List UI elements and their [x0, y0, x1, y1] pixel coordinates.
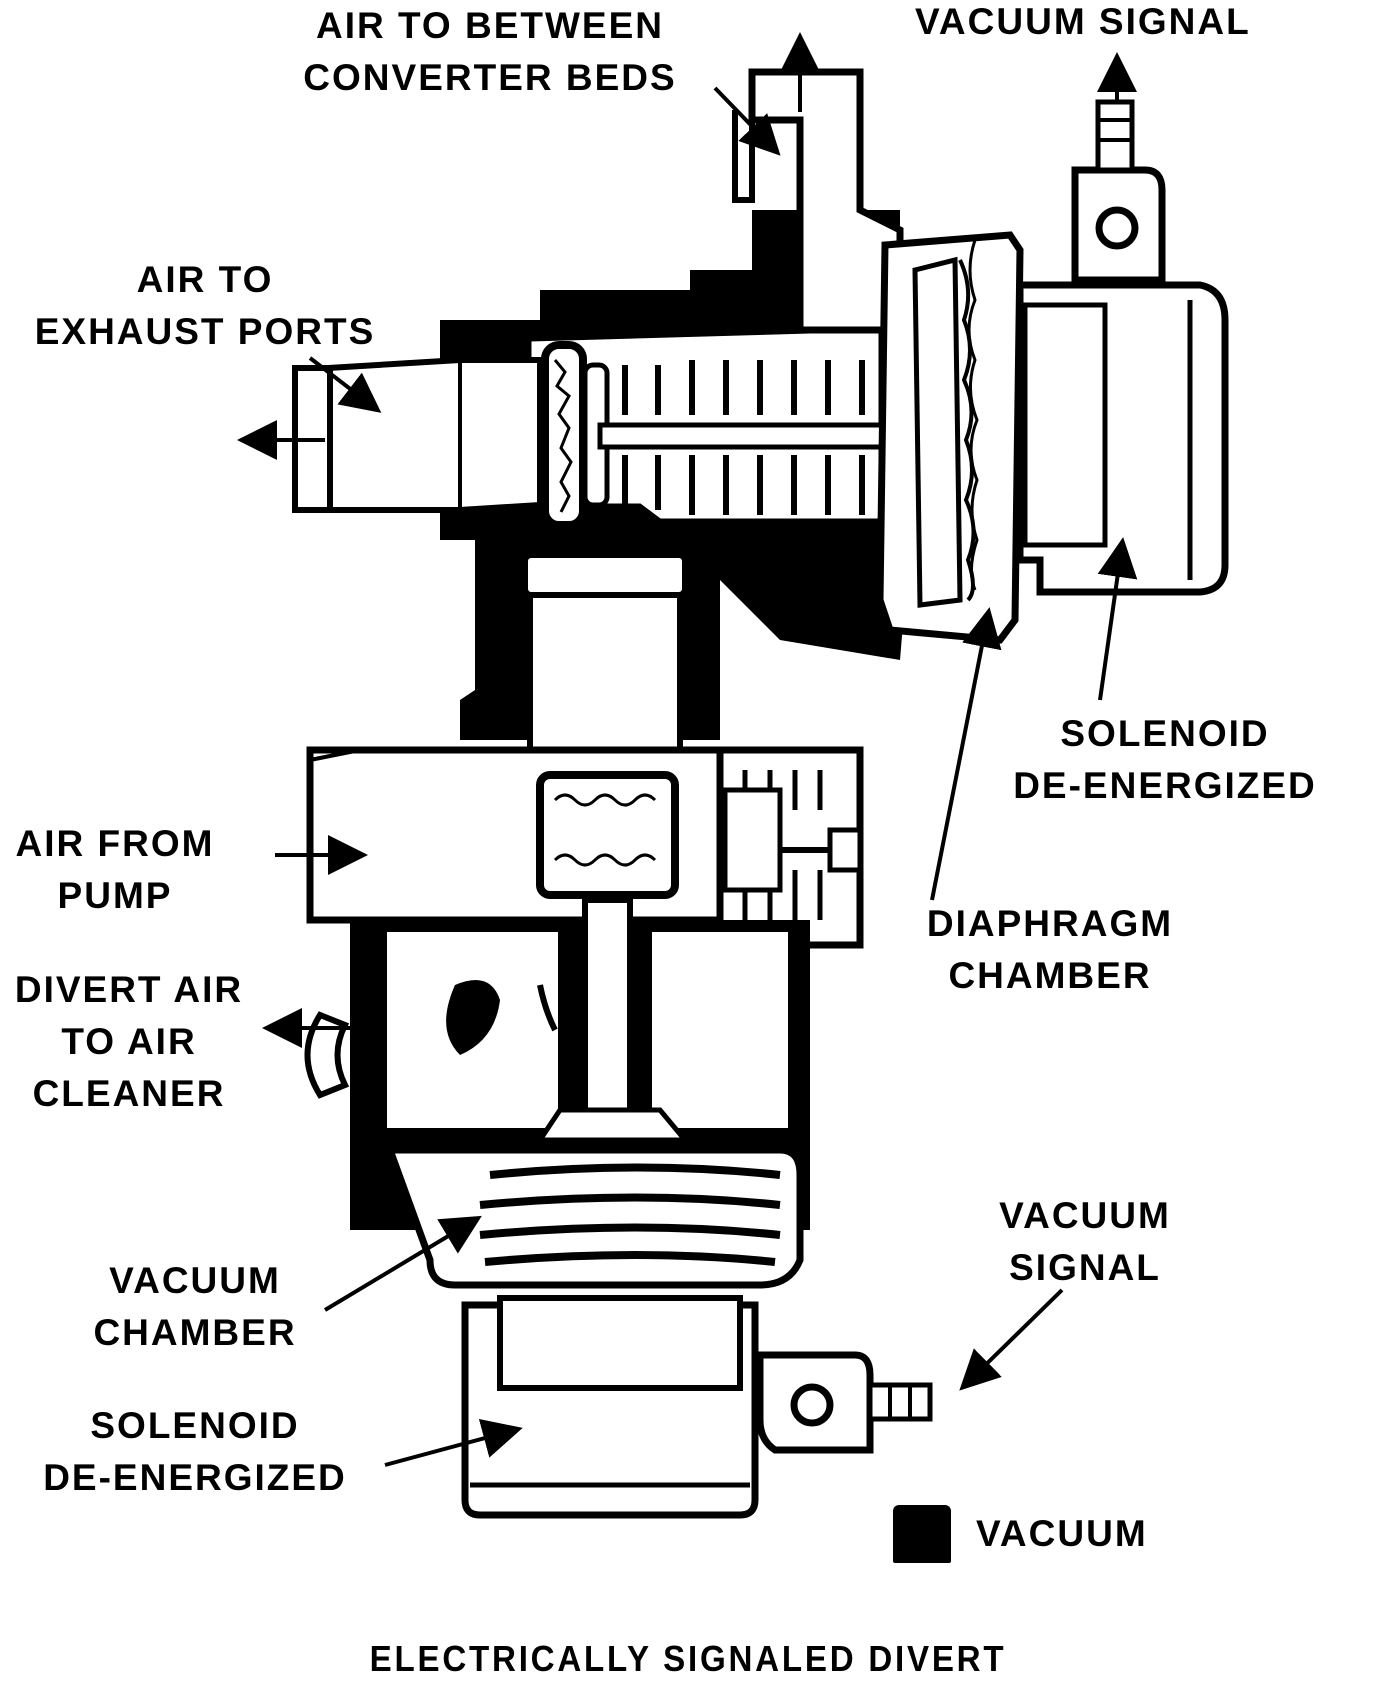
legend-vacuum-label: VACUUM [976, 1508, 1148, 1560]
label-diaphragm-chamber: DIAPHRAGM CHAMBER [900, 898, 1200, 1002]
label-vacuum-chamber: VACUUM CHAMBER [70, 1255, 320, 1359]
label-air-from-pump-line2: PUMP [57, 875, 173, 916]
label-diaphragm-line1: DIAPHRAGM [926, 903, 1174, 944]
legend-vacuum-text: VACUUM [976, 1513, 1148, 1554]
lower-solenoid [461, 1295, 933, 1519]
label-vacuum-chamber-line2: CHAMBER [93, 1312, 297, 1353]
label-solenoid-bottom-line1: SOLENOID [90, 1405, 300, 1446]
label-air-to-between-line2: CONVERTER BEDS [303, 57, 677, 98]
legend-vacuum-swatch [893, 1505, 951, 1563]
label-air-from-pump-line1: AIR FROM [15, 823, 215, 864]
figure-caption: ELECTRICALLY SIGNALED DIVERT [369, 1638, 1007, 1679]
label-vacuum-signal-bottom-line2: SIGNAL [1009, 1247, 1161, 1288]
label-vacuum-signal-bottom-line1: VACUUM [999, 1195, 1171, 1236]
label-divert-line2: TO AIR [61, 1021, 197, 1062]
label-vacuum-signal-bottom: VACUUM SIGNAL [960, 1190, 1210, 1294]
leader-arrows [237, 32, 1138, 1467]
label-air-to-between-converter-beds: AIR TO BETWEEN CONVERTER BEDS [270, 0, 710, 104]
label-diaphragm-line2: CHAMBER [948, 955, 1152, 996]
label-air-to-exhaust-line2: EXHAUST PORTS [34, 311, 376, 352]
label-air-from-pump: AIR FROM PUMP [0, 818, 230, 922]
label-solenoid-bottom-line2: DE-ENERGIZED [43, 1457, 347, 1498]
label-vacuum-signal-top-text: VACUUM SIGNAL [915, 1, 1251, 42]
label-air-to-between-line1: AIR TO BETWEEN [316, 5, 664, 46]
label-solenoid-right-line2: DE-ENERGIZED [1013, 765, 1317, 806]
label-vacuum-chamber-line1: VACUUM [109, 1260, 281, 1301]
label-air-to-exhaust-ports: AIR TO EXHAUST PORTS [0, 254, 410, 358]
label-divert-air-to-air-cleaner: DIVERT AIR TO AIR CLEANER [0, 964, 258, 1120]
lower-body [304, 897, 810, 1289]
label-solenoid-right-line1: SOLENOID [1060, 713, 1270, 754]
label-divert-line1: DIVERT AIR [14, 969, 244, 1010]
label-solenoid-bottom: SOLENOID DE-ENERGIZED [20, 1400, 370, 1504]
upper-diaphragm-assembly [876, 99, 1229, 644]
middle-section [306, 540, 864, 949]
label-vacuum-signal-top: VACUUM SIGNAL [915, 0, 1251, 48]
label-solenoid-right: SOLENOID DE-ENERGIZED [990, 708, 1340, 812]
label-air-to-exhaust-line1: AIR TO [136, 259, 274, 300]
label-divert-line3: CLEANER [32, 1073, 226, 1114]
